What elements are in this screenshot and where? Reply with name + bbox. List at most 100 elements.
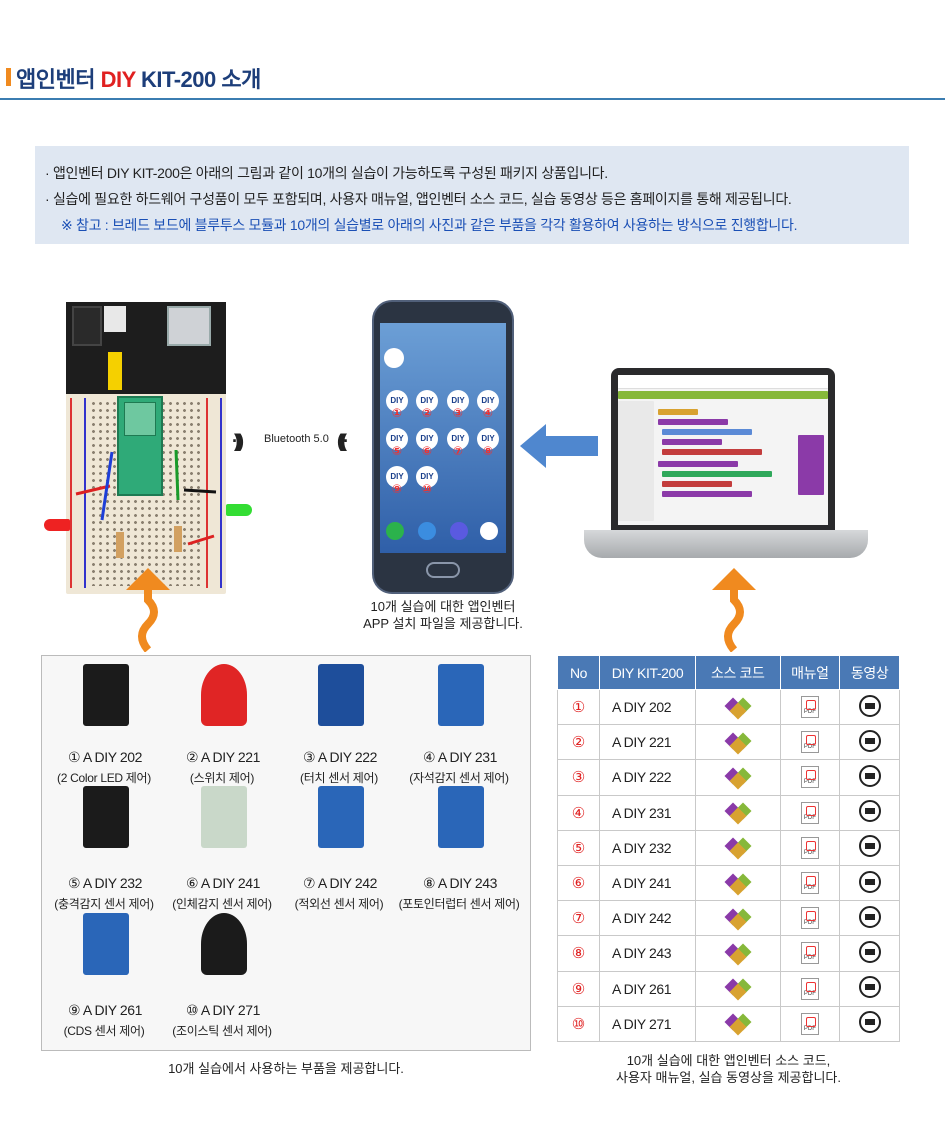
table-caption-line-1: 10개 실습에 대한 앱인벤터 소스 코드,	[626, 1053, 831, 1068]
source-code-cell	[695, 935, 781, 972]
jumper-yellow	[108, 352, 122, 390]
video-camera-icon[interactable]	[858, 905, 881, 928]
phone-caption: 10개 실습에 대한 앱인벤터 APP 설치 파일을 제공합니다.	[335, 598, 551, 632]
pdf-icon[interactable]: PDF	[800, 731, 819, 754]
bluetooth-chip	[124, 402, 156, 436]
part-image	[438, 786, 484, 848]
part-label: ④ A DIY 231	[422, 749, 498, 765]
manual-cell: PDF	[779, 970, 841, 1007]
part-label: ⑦ A DIY 242	[302, 875, 378, 891]
video-camera-icon[interactable]	[858, 1011, 881, 1034]
header-kit: DIY KIT-200	[599, 655, 696, 690]
pdf-icon[interactable]: PDF	[800, 836, 819, 859]
source-code-icon[interactable]	[724, 765, 752, 790]
manual-cell: PDF	[779, 724, 841, 761]
pdf-icon[interactable]: PDF	[800, 872, 819, 895]
phone-app-icon[interactable]: DIY	[416, 428, 438, 450]
video-camera-icon[interactable]	[858, 835, 881, 858]
part-description: (터치 센서 제어)	[300, 771, 378, 785]
info-line-1: · 앱인벤터 DIY KIT-200은 아래의 그림과 같이 10개의 실습이 …	[45, 165, 608, 181]
phone-app-number: ⑦	[452, 444, 464, 458]
source-code-icon[interactable]	[724, 976, 752, 1001]
source-code-icon[interactable]	[724, 871, 752, 896]
title-suffix: KIT-200 소개	[135, 67, 261, 92]
source-code-icon[interactable]	[724, 1011, 752, 1036]
left-arrow-icon	[520, 424, 598, 468]
pdf-icon[interactable]: PDF	[800, 907, 819, 930]
pdf-icon[interactable]: PDF	[800, 942, 819, 965]
video-camera-icon[interactable]	[858, 729, 881, 752]
phone-app-icon[interactable]: DIY	[447, 390, 469, 412]
row-number: ⑨	[557, 970, 600, 1007]
video-camera-icon[interactable]	[858, 940, 881, 963]
video-camera-icon[interactable]	[858, 694, 881, 717]
row-number: ②	[557, 724, 600, 761]
phone-app-icon[interactable]: DIY	[477, 428, 499, 450]
row-number: ⑧	[557, 935, 600, 972]
video-camera-icon[interactable]	[858, 764, 881, 787]
video-camera-icon[interactable]	[858, 870, 881, 893]
breadboard-wires	[75, 449, 217, 558]
source-code-icon[interactable]	[724, 835, 752, 860]
video-camera-icon[interactable]	[858, 800, 881, 823]
video-cell	[839, 900, 900, 937]
video-camera-icon[interactable]	[858, 976, 881, 999]
phone-app-icon[interactable]: DIY	[386, 428, 408, 450]
pdf-icon[interactable]: PDF	[800, 696, 819, 719]
phone-app-number: ③	[452, 406, 464, 420]
green-led	[226, 504, 252, 516]
part-image	[318, 664, 364, 726]
source-code-cell	[695, 688, 781, 726]
header-source: 소스 코드	[695, 655, 781, 690]
row-kit-name: A DIY 202	[599, 688, 696, 726]
apps-dock-icon	[480, 522, 498, 540]
phone-app-icon[interactable]: DIY	[386, 390, 408, 412]
source-code-icon[interactable]	[724, 695, 752, 720]
row-kit-name: A DIY 232	[599, 829, 696, 866]
pdf-icon[interactable]: PDF	[800, 766, 819, 789]
up-arrow-left-icon	[126, 568, 170, 652]
row-number: ⑥	[557, 864, 600, 902]
source-code-icon[interactable]	[724, 941, 752, 966]
red-led	[44, 519, 70, 531]
manual-cell: PDF	[779, 759, 841, 796]
signal-waves-left-icon: ·)))	[232, 431, 244, 451]
source-code-cell	[695, 970, 781, 1007]
pdf-icon[interactable]: PDF	[800, 1012, 819, 1035]
video-cell	[839, 935, 900, 972]
source-code-icon[interactable]	[724, 730, 752, 755]
part-description: (조이스틱 센서 제어)	[172, 1024, 272, 1038]
manual-cell: PDF	[779, 688, 841, 726]
browser-dock-icon	[450, 522, 468, 540]
signal-waves-right-icon: (((·	[337, 431, 349, 451]
parts-caption: 10개 실습에서 사용하는 부품을 제공합니다.	[168, 1061, 404, 1076]
table-caption: 10개 실습에 대한 앱인벤터 소스 코드, 사용자 매뉴얼, 실습 동영상을 …	[557, 1052, 900, 1086]
phone-app-icon[interactable]: DIY	[386, 466, 408, 488]
phone-app-icon[interactable]: DIY	[477, 390, 499, 412]
phone-app-icon[interactable]: DIY	[416, 390, 438, 412]
video-cell	[839, 688, 900, 726]
power-switch	[104, 306, 126, 332]
row-kit-name: A DIY 231	[599, 794, 696, 831]
video-cell	[839, 829, 900, 866]
table-header-row: No DIY KIT-200 소스 코드 매뉴얼 동영상	[557, 655, 900, 690]
phone-app-icon[interactable]: DIY	[447, 428, 469, 450]
phone-app-icon[interactable]: DIY	[416, 466, 438, 488]
pdf-icon[interactable]: PDF	[800, 977, 819, 1000]
row-number: ④	[557, 794, 600, 831]
part-label: ① A DIY 202	[67, 749, 143, 765]
row-kit-name: A DIY 271	[599, 1005, 696, 1042]
phone-app-number: ④	[482, 406, 494, 420]
source-code-icon[interactable]	[724, 800, 752, 825]
row-number: ③	[557, 759, 600, 796]
pdf-icon[interactable]: PDF	[800, 801, 819, 824]
info-line-2: · 실습에 필요한 하드웨어 구성품이 모두 포함되며, 사용자 매뉴얼, 앱인…	[45, 191, 792, 207]
part-image	[201, 664, 247, 726]
manual-cell: PDF	[779, 900, 841, 937]
source-code-icon[interactable]	[724, 906, 752, 931]
